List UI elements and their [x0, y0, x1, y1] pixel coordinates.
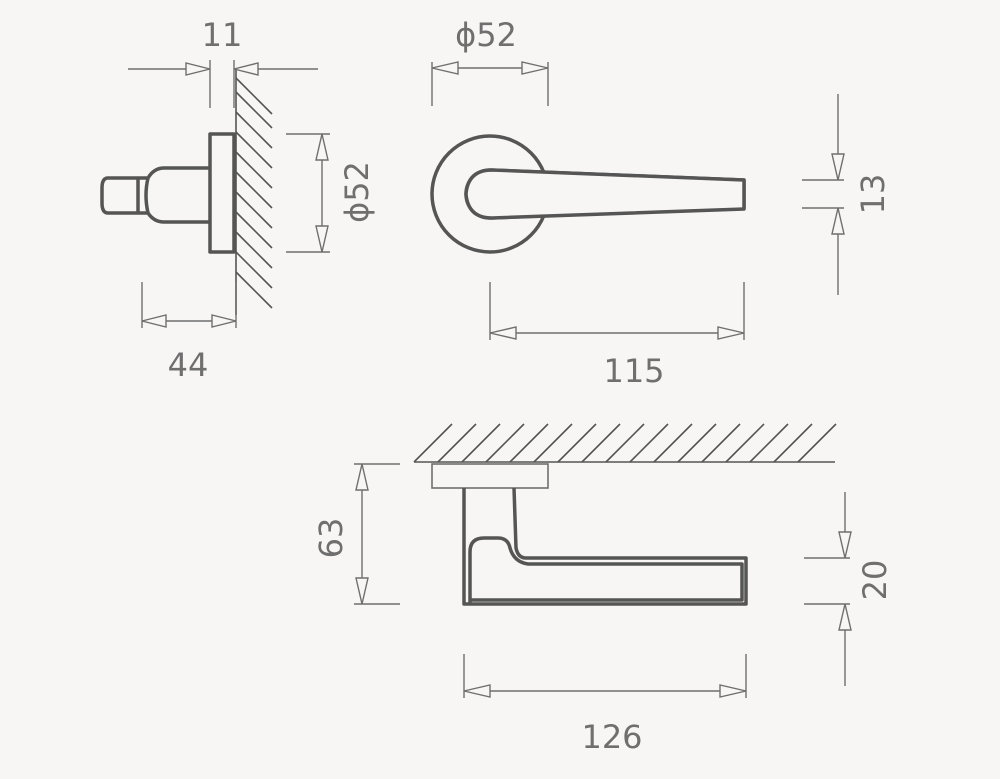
- dim-label-lever-length: 115: [603, 352, 664, 390]
- side-view: 11 ϕ52 44: [100, 16, 376, 384]
- front-view: ϕ52 115 13: [430, 16, 892, 390]
- top-lever-outline: [462, 487, 748, 606]
- dim-label-overall-depth: 63: [312, 518, 350, 559]
- dim-top-lever-length: 126: [463, 654, 747, 756]
- side-lever-body: [100, 166, 210, 224]
- dim-label-lever-width: 13: [854, 174, 892, 215]
- dim-rose-thickness: 11: [128, 16, 318, 108]
- dim-lever-length: 115: [489, 282, 745, 390]
- top-view: 63 20 126: [312, 423, 894, 756]
- dim-projection: 44: [141, 282, 237, 384]
- dim-overall-depth: 63: [312, 463, 400, 605]
- dim-front-rose-diameter: ϕ52: [431, 16, 549, 106]
- top-rose-plate: [431, 463, 549, 489]
- dim-label-projection: 44: [168, 346, 209, 384]
- dim-label-lever-height: 20: [856, 560, 894, 601]
- dim-label-top-lever-length: 126: [581, 718, 642, 756]
- dim-lever-width: 13: [802, 94, 892, 295]
- dim-side-rose-diameter: ϕ52: [286, 133, 376, 253]
- dim-label-rose-thickness: 11: [202, 16, 243, 54]
- side-rose-plate: [208, 132, 236, 254]
- side-wall-hatch: [235, 68, 273, 315]
- dim-lever-height: 20: [804, 492, 894, 686]
- top-lever-inner: [468, 536, 744, 604]
- side-lever-neck-curve: [144, 177, 150, 214]
- front-lever-outline: [464, 168, 746, 220]
- dim-label-front-rose-diameter: ϕ52: [455, 16, 517, 54]
- dim-label-side-rose-diameter: ϕ52: [338, 161, 376, 223]
- top-wall-hatch: [413, 423, 837, 463]
